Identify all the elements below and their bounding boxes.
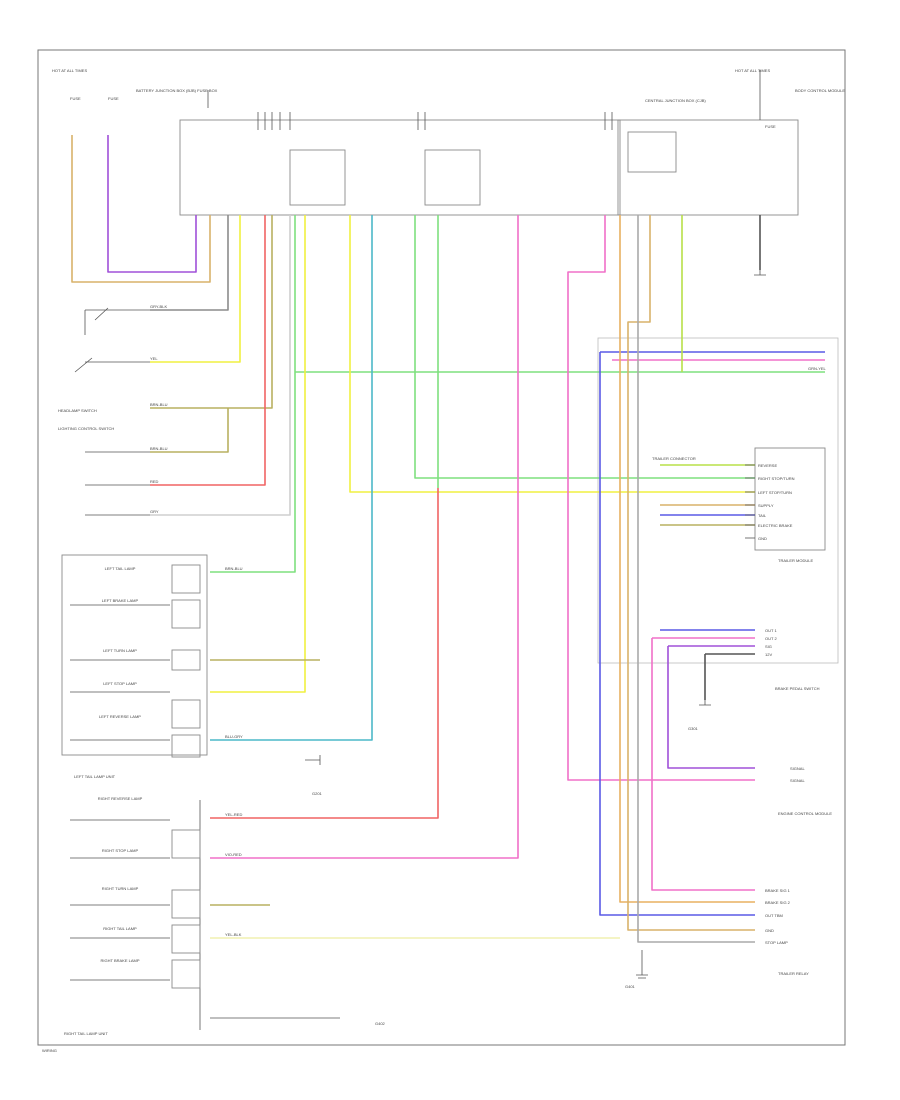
label-ground-3: G401 bbox=[625, 984, 636, 989]
wire-gray-b bbox=[150, 215, 291, 516]
diagram-frame bbox=[37, 49, 846, 1046]
wire-red-a bbox=[150, 215, 266, 486]
relay-box bbox=[627, 131, 677, 173]
switch-box-2 bbox=[424, 149, 481, 206]
wire-code-label: GRY bbox=[150, 509, 159, 514]
left-lamp-label: LEFT TURN LAMP bbox=[103, 648, 137, 653]
footer-label: WIRING bbox=[42, 1048, 57, 1053]
wire-tan-feed bbox=[71, 135, 211, 283]
label-headlamp-switch: HEADLAMP SWITCH bbox=[58, 408, 97, 413]
label-lighting-switch: LIGHTING CONTROL SWITCH bbox=[58, 426, 114, 431]
wire-code-label: GRY-BLK bbox=[150, 304, 167, 309]
wire-code-label: YEL-BLK bbox=[225, 932, 242, 937]
trailer-pin-label: GND bbox=[758, 536, 767, 541]
central-module-block bbox=[617, 119, 799, 216]
trailer-pin-label: TAIL bbox=[758, 513, 767, 518]
brake-pin-label: SIG bbox=[765, 644, 772, 649]
wire-gray-a bbox=[150, 215, 229, 311]
right-lamp-label: RIGHT TURN LAMP bbox=[102, 886, 139, 891]
wire-gray-right bbox=[637, 215, 755, 943]
label-left-fuse-3: FUSE bbox=[108, 96, 119, 101]
wire-code-label: YEL-RED bbox=[225, 812, 242, 817]
wire-pink-right bbox=[567, 215, 755, 781]
wire-code-label: BLU-GRY bbox=[225, 734, 243, 739]
wire-brake-4 bbox=[704, 653, 755, 700]
label-trailer-relay: TRAILER RELAY bbox=[778, 971, 809, 976]
wire-code-label: BRN-BLU bbox=[225, 566, 243, 571]
wire-orange-1 bbox=[619, 215, 755, 903]
trailer-connector-dashed bbox=[597, 337, 839, 664]
trailer-pin-label: RIGHT STOP/TURN bbox=[758, 476, 795, 481]
lower-right-pin-label: STOP LAMP bbox=[765, 940, 788, 945]
wire-green-long bbox=[210, 215, 825, 573]
trailer-module-block bbox=[754, 447, 826, 551]
lower-right-pin-label: BRAKE SIG 1 bbox=[765, 888, 791, 893]
connector-ticks bbox=[207, 70, 761, 130]
left-lamp-label: LEFT BRAKE LAMP bbox=[102, 598, 139, 603]
label-left-fuse-1: HOT AT ALL TIMES bbox=[52, 68, 87, 73]
wire-code-label: GRN-YEL bbox=[808, 366, 827, 371]
label-ground-4: G402 bbox=[375, 1021, 386, 1026]
trailer-pin-label: ELECTRIC BRAKE bbox=[758, 523, 793, 528]
label-left-fuse-2: FUSE bbox=[70, 96, 81, 101]
lower-right-pin-label: OUT TBM bbox=[765, 913, 783, 918]
wire-yellow-long bbox=[210, 215, 306, 693]
trailer-pin-label: REVERSE bbox=[758, 463, 777, 468]
engine-pin-label: SIGNAL bbox=[790, 766, 805, 771]
wire-yellow-2 bbox=[349, 215, 755, 493]
label-left-tail-assy: LEFT TAIL LAMP UNIT bbox=[74, 774, 116, 779]
wire-olive-b bbox=[150, 408, 229, 453]
label-engine-control: ENGINE CONTROL MODULE bbox=[778, 811, 832, 816]
wire-tan-right bbox=[627, 215, 755, 931]
wire-code-label: BRN-BLU bbox=[150, 402, 168, 407]
engine-pin-label: SIGNAL bbox=[790, 778, 805, 783]
label-right-fuse-2: FUSE bbox=[765, 124, 776, 129]
junction-box-block bbox=[179, 119, 621, 216]
right-lamp-label: RIGHT REVERSE LAMP bbox=[98, 796, 143, 801]
trailer-pin-stubs bbox=[745, 464, 755, 539]
wire-code-label: YEL bbox=[150, 356, 158, 361]
wire-brake-2 bbox=[651, 637, 755, 891]
brake-pin-label: 12V bbox=[765, 652, 772, 657]
brake-pin-label: OUT 1 bbox=[765, 628, 777, 633]
trailer-pin-label: SUPPLY bbox=[758, 503, 774, 508]
wire-olive-a bbox=[150, 215, 273, 409]
switch-box-1 bbox=[289, 149, 346, 206]
trailer-pin-label: LEFT STOP/TURN bbox=[758, 490, 792, 495]
label-ground-2: G301 bbox=[688, 726, 699, 731]
wire-code-label: BRN-BLU bbox=[150, 446, 168, 451]
left-lamp-label: LEFT TAIL LAMP bbox=[105, 566, 136, 571]
right-lamp-label: RIGHT TAIL LAMP bbox=[103, 926, 137, 931]
wire-green-2 bbox=[414, 215, 755, 479]
label-right-tail-assy: RIGHT TAIL LAMP UNIT bbox=[64, 1031, 108, 1036]
label-body-control: BODY CONTROL MODULE bbox=[795, 88, 845, 93]
label-trailer-module: TRAILER MODULE bbox=[778, 558, 813, 563]
wire-red-long bbox=[210, 488, 439, 819]
wire-pink-long bbox=[210, 215, 519, 859]
label-junction-box: BATTERY JUNCTION BOX (BJB) FUSE BOX bbox=[136, 88, 218, 93]
label-right-fuse: HOT AT ALL TIMES bbox=[735, 68, 770, 73]
wire-code-label: VIO-RED bbox=[225, 852, 242, 857]
right-lamp-label: RIGHT BRAKE LAMP bbox=[100, 958, 139, 963]
label-trailer-connector: TRAILER CONNECTOR bbox=[652, 456, 696, 461]
wire-code-label: RED bbox=[150, 479, 159, 484]
label-central-module: CENTRAL JUNCTION BOX (CJB) bbox=[645, 98, 706, 103]
brake-pin-label: OUT 2 bbox=[765, 636, 777, 641]
right-lamp-label: RIGHT STOP LAMP bbox=[102, 848, 139, 853]
wire-violet-feed bbox=[107, 135, 197, 273]
label-brake-switch: BRAKE PEDAL SWITCH bbox=[775, 686, 820, 691]
left-lamp-label: LEFT REVERSE LAMP bbox=[99, 714, 141, 719]
wire-blue-right bbox=[599, 351, 825, 916]
label-ground-1: G201 bbox=[312, 791, 323, 796]
wire-brake-3 bbox=[667, 645, 755, 769]
wire-yellow-a bbox=[150, 215, 241, 363]
wire-cyan-long bbox=[210, 215, 373, 741]
lower-right-pin-label: BRAKE SIG 2 bbox=[765, 900, 791, 905]
left-lamp-boxes bbox=[171, 564, 201, 989]
lower-right-pin-label: GND bbox=[765, 928, 774, 933]
left-tail-assy-block bbox=[61, 554, 208, 756]
left-lamp-label: LEFT STOP LAMP bbox=[103, 681, 137, 686]
